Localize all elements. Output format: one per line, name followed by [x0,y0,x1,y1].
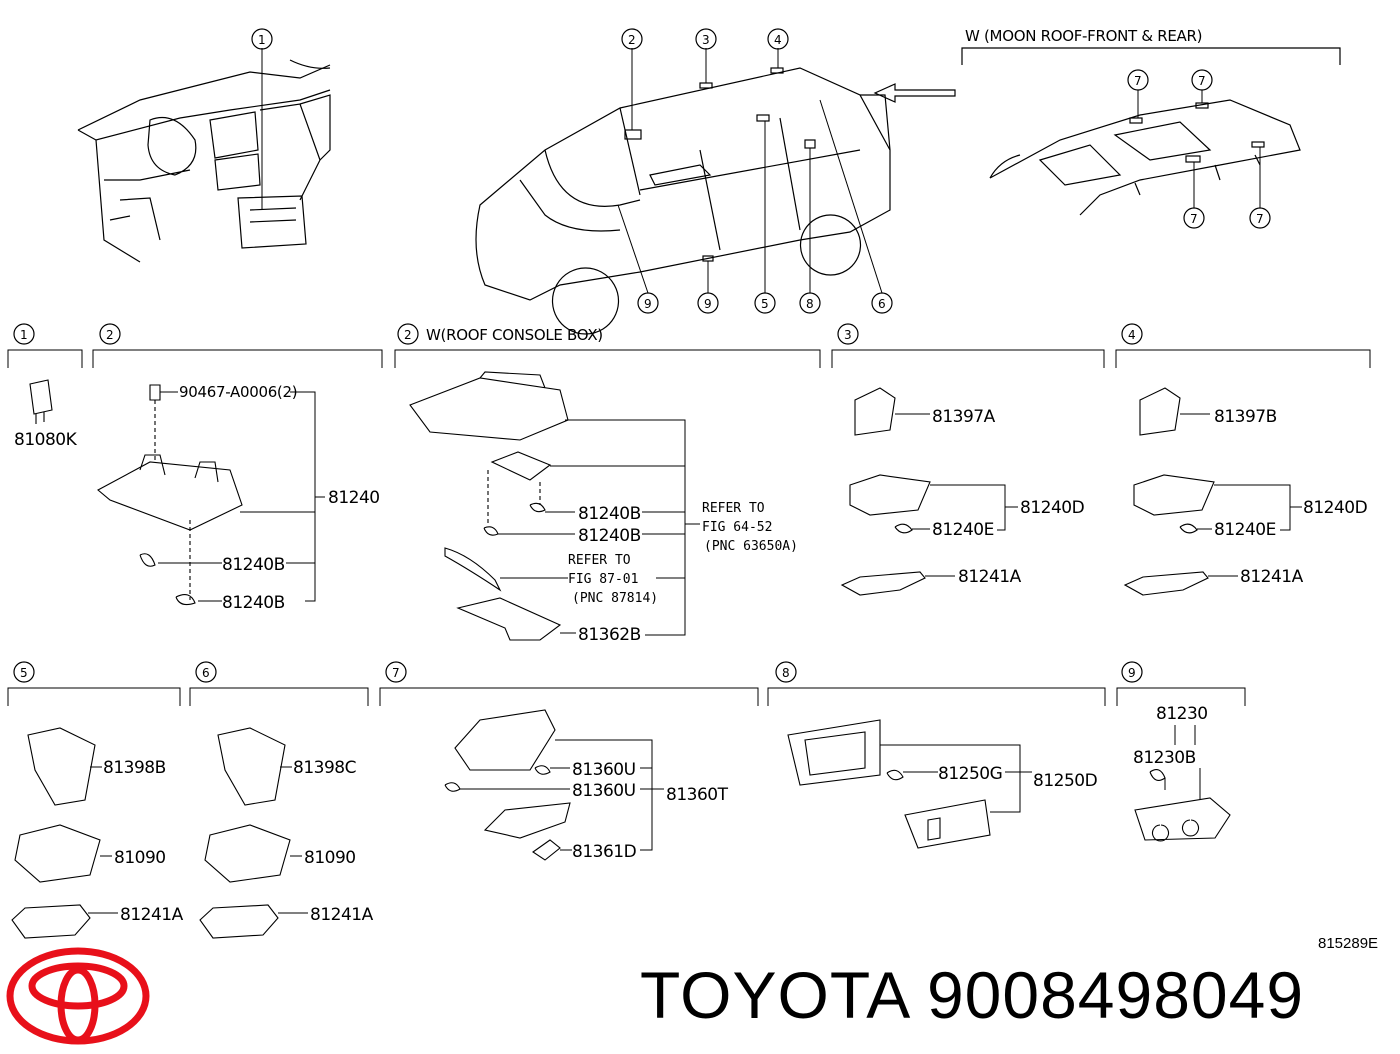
section-title-2w: W(ROOF CONSOLE BOX) [426,326,603,344]
callout-9a: 9 [644,297,652,311]
part-label: 81240E [1214,520,1276,540]
part-label: 81240B [222,593,285,613]
dashboard-illustration [77,59,331,263]
section-num-2: 2 [106,328,114,342]
section-num-8: 8 [782,666,790,680]
refer-note: (PNC 63650A) [704,539,798,554]
section-num-3: 3 [844,328,852,342]
part-label: 81241A [1240,567,1304,587]
part-label: 81360U [572,781,636,801]
section-num-2w: 2 [404,328,412,342]
part-label: 81360U [572,760,636,780]
section-callouts [13,323,1143,683]
refer-note: FIG 87-01 [568,572,638,587]
top-callouts [251,28,1271,314]
part-label: 81240B [222,555,285,575]
part-label: 81230B [1133,748,1196,768]
part-label: 81397B [1214,407,1277,427]
part-label: 81240B [578,504,641,524]
part-label: 81240D [1020,498,1085,518]
brand-name: TOYOTA [640,958,908,1032]
callout-7d: 7 [1256,212,1264,226]
section-num-9: 9 [1128,666,1136,680]
part-label: 81240B [578,526,641,546]
part-label: 81250D [1033,771,1098,791]
part-label: 81240D [1303,498,1368,518]
part-label: 81398C [293,758,356,778]
callout-3: 3 [702,33,710,47]
van-illustration [475,67,891,335]
callout-7c: 7 [1190,212,1198,226]
part-leaders [88,391,1302,914]
part-label: 81240E [932,520,994,540]
direction-arrow [873,83,956,103]
part-label: 81250G [938,764,1002,784]
part-label: 81362B [578,625,641,645]
part-label: 81398B [103,758,166,778]
part-label: 81361D [572,842,637,862]
moonroof-illustration [961,47,1341,216]
section-frames [7,349,1371,706]
part-label: 81090 [114,848,166,868]
callout-7b: 7 [1198,74,1206,88]
part-label: 81241A [310,905,374,925]
top-leaders [261,48,1261,294]
section-num-5: 5 [20,666,28,680]
callout-6: 6 [878,297,886,311]
part-label: 81230 [1156,704,1208,724]
section-num-6: 6 [202,666,210,680]
part-label: 81240 [328,488,380,508]
refer-note: FIG 64-52 [702,520,772,535]
callout-4: 4 [774,33,782,47]
refer-note: (PNC 87814) [572,591,658,606]
section-num-4: 4 [1128,328,1136,342]
part-label: 81397A [932,407,996,427]
callout-2: 2 [628,33,636,47]
toyota-logo [6,947,150,1045]
brand-part-number: TOYOTA 9008498049 [640,962,1304,1028]
callout-5: 5 [761,297,769,311]
callout-1: 1 [258,33,266,47]
header-note: W (MOON ROOF-FRONT & REAR) [965,27,1202,45]
callout-8: 8 [806,297,814,311]
part-label: 81090 [304,848,356,868]
section-num-1: 1 [20,328,28,342]
part-label: 90467-A0006(2) [179,383,297,401]
callout-9b: 9 [704,297,712,311]
part-label: 81360T [666,785,729,805]
section-num-7: 7 [392,666,400,680]
diagram-code: 815289E [1318,935,1379,952]
part-label: 81241A [120,905,184,925]
refer-note: REFER TO [702,501,765,516]
callout-7a: 7 [1134,74,1142,88]
refer-note: REFER TO [568,553,631,568]
part-number: 9008498049 [926,958,1305,1032]
part-label: 81241A [958,567,1022,587]
part-label: 81080K [14,430,78,450]
